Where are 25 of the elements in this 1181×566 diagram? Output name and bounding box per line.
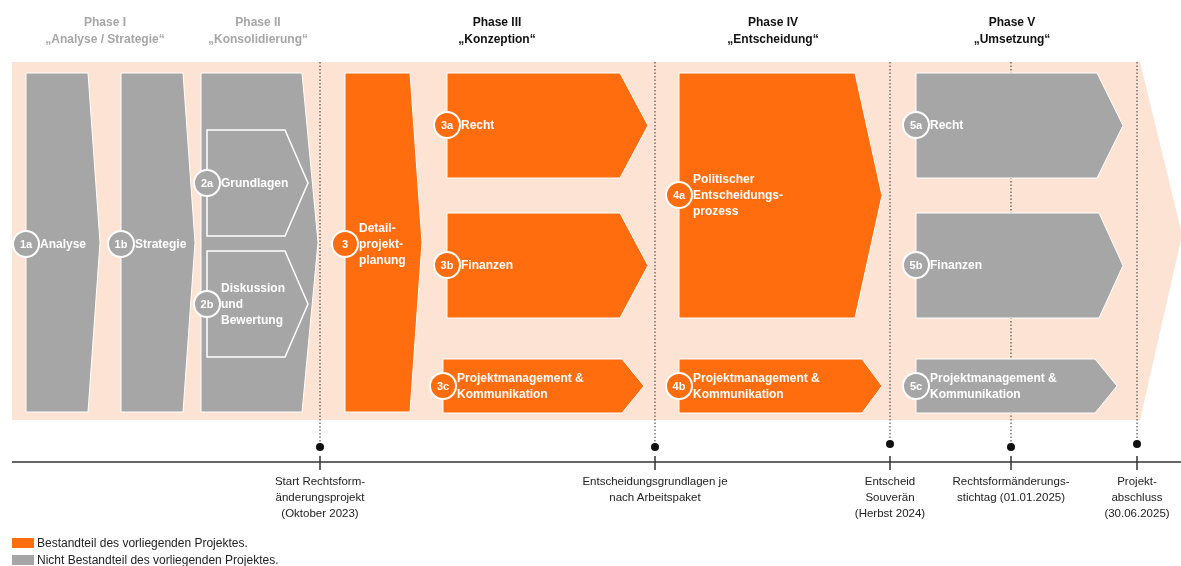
step-label: Strategie — [135, 236, 188, 252]
phase-heading: Phase II „Konsolidierung“ — [207, 14, 309, 48]
step-label: Diskussion und Bewertung — [221, 280, 287, 328]
step-label: Analyse — [40, 236, 88, 252]
phase-heading: Phase IV „Entscheidung“ — [726, 14, 820, 48]
milestone-label: Rechtsformänderungs- stichtag (01.01.2025) — [951, 474, 1071, 505]
milestone-label: Start Rechtsform- änderungsprojekt (Oktober 2023) — [273, 474, 367, 521]
phase-heading: Phase I „Analyse / Strategie“ — [44, 14, 166, 48]
milestone-label: Projekt- abschluss (30.06.2025) — [1103, 474, 1171, 521]
step-label: Detail- projekt- planung — [359, 220, 407, 268]
legend-label: Bestandteil des vorliegenden Projektes. — [37, 536, 248, 550]
step-label: Projektmanagement & Kommunikation — [930, 370, 1058, 402]
step-label: Finanzen — [461, 257, 514, 273]
step-label: Politischer Entscheidungs- prozess — [693, 171, 784, 219]
phase-heading: Phase V „Umsetzung“ — [972, 14, 1052, 48]
phase-heading: Phase III „Konzeption“ — [457, 14, 537, 48]
step-label: Recht — [930, 117, 965, 133]
step-label: Projektmanagement & Kommunikation — [457, 370, 585, 402]
legend-label: Nicht Bestandteil des vorliegenden Projektes. — [37, 553, 279, 566]
milestone-label: Entscheid Souverän (Herbst 2024) — [853, 474, 927, 521]
step-label: Grundlagen — [221, 175, 290, 191]
step-label: Projektmanagement & Kommunikation — [693, 370, 821, 402]
step-label: Finanzen — [930, 257, 983, 273]
milestone-label: Entscheidungsgrundlagen je nach Arbeitspaket — [581, 474, 729, 505]
step-label: Recht — [461, 117, 496, 133]
